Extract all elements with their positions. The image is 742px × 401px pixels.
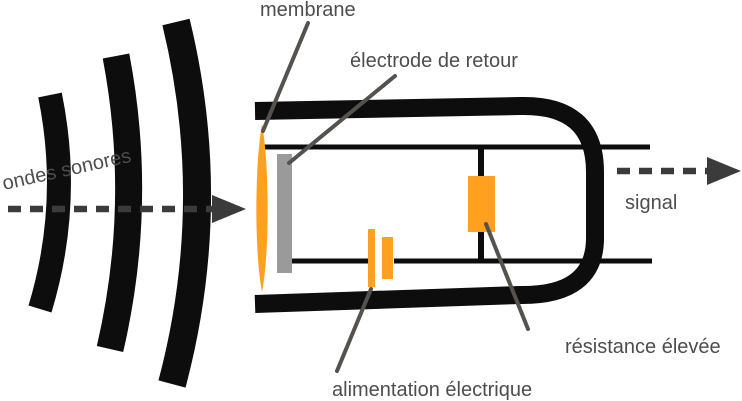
battery-short-plate (382, 237, 393, 279)
resistance-leader-line (484, 222, 530, 331)
power-supply-label: alimentation électrique (332, 379, 532, 401)
battery-long-plate (368, 229, 375, 287)
electrode-leader-line (287, 74, 397, 165)
signal-label: signal (625, 192, 677, 214)
sound-arrow-head-icon (212, 195, 246, 223)
resistor (468, 176, 495, 232)
power-supply-leader-line (335, 287, 373, 373)
membrane (256, 124, 268, 292)
back-electrode (277, 154, 292, 273)
back-electrode-label: électrode de retour (350, 50, 518, 72)
signal-arrow-head-icon (707, 157, 741, 185)
sound-waves (28, 18, 211, 388)
power-supply-battery (368, 229, 393, 287)
annotation-lines (261, 21, 530, 373)
sound-wave-arc-3 (158, 18, 211, 388)
sound-direction-arrow (8, 195, 246, 223)
membrane-leader-line (261, 21, 310, 133)
high-resistance-label: résistance élevée (565, 336, 721, 358)
sound-wave-arc-1 (28, 92, 71, 313)
capsule-body (254, 96, 604, 313)
sound-wave-arc-2 (96, 53, 143, 353)
signal-arrow (617, 157, 741, 185)
membrane-label: membrane (260, 0, 356, 21)
